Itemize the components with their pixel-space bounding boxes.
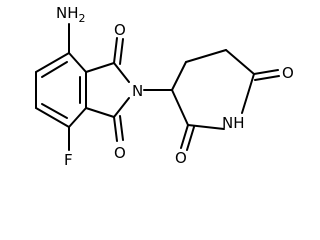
bond	[187, 124, 225, 130]
lactam-oxygen-left-label: O	[175, 149, 187, 167]
imide-oxygen-bottom-label: O	[114, 144, 126, 162]
carbonyl-bond	[254, 75, 280, 81]
bond	[185, 49, 227, 63]
bond	[68, 107, 87, 128]
carbonyl-bond	[113, 37, 118, 64]
carbonyl-bond	[113, 116, 118, 142]
imide-nitrogen-label: N	[132, 82, 143, 100]
bond	[68, 52, 87, 73]
carbonyl-bond	[253, 69, 279, 75]
bond	[35, 52, 70, 73]
double-bond-inner	[41, 103, 68, 119]
imide-ring	[85, 37, 130, 142]
carbonyl-bond	[119, 115, 124, 141]
carbonyl-bond	[180, 124, 189, 149]
imide-oxygen-top-label: O	[114, 21, 126, 39]
bond	[171, 89, 189, 126]
double-bond-inner	[41, 61, 68, 78]
bond	[113, 97, 130, 118]
amino-label: NH2	[56, 4, 86, 25]
bond	[225, 49, 255, 75]
chemical-structure: NH2 F N O O NH O O	[35, 4, 294, 169]
bond	[85, 62, 115, 73]
lactam-nh-label: NH	[222, 114, 245, 132]
bond	[113, 62, 130, 83]
bond	[85, 107, 115, 118]
carbonyl-bond	[119, 38, 124, 65]
benzene-ring	[35, 52, 87, 128]
carbonyl-bond	[186, 126, 195, 151]
bond	[171, 61, 187, 91]
fluoro-label: F	[64, 151, 73, 169]
bond	[241, 73, 255, 114]
lactam-oxygen-right-label: O	[282, 64, 294, 82]
glutarimide-ring	[171, 49, 280, 151]
bond	[35, 107, 70, 128]
